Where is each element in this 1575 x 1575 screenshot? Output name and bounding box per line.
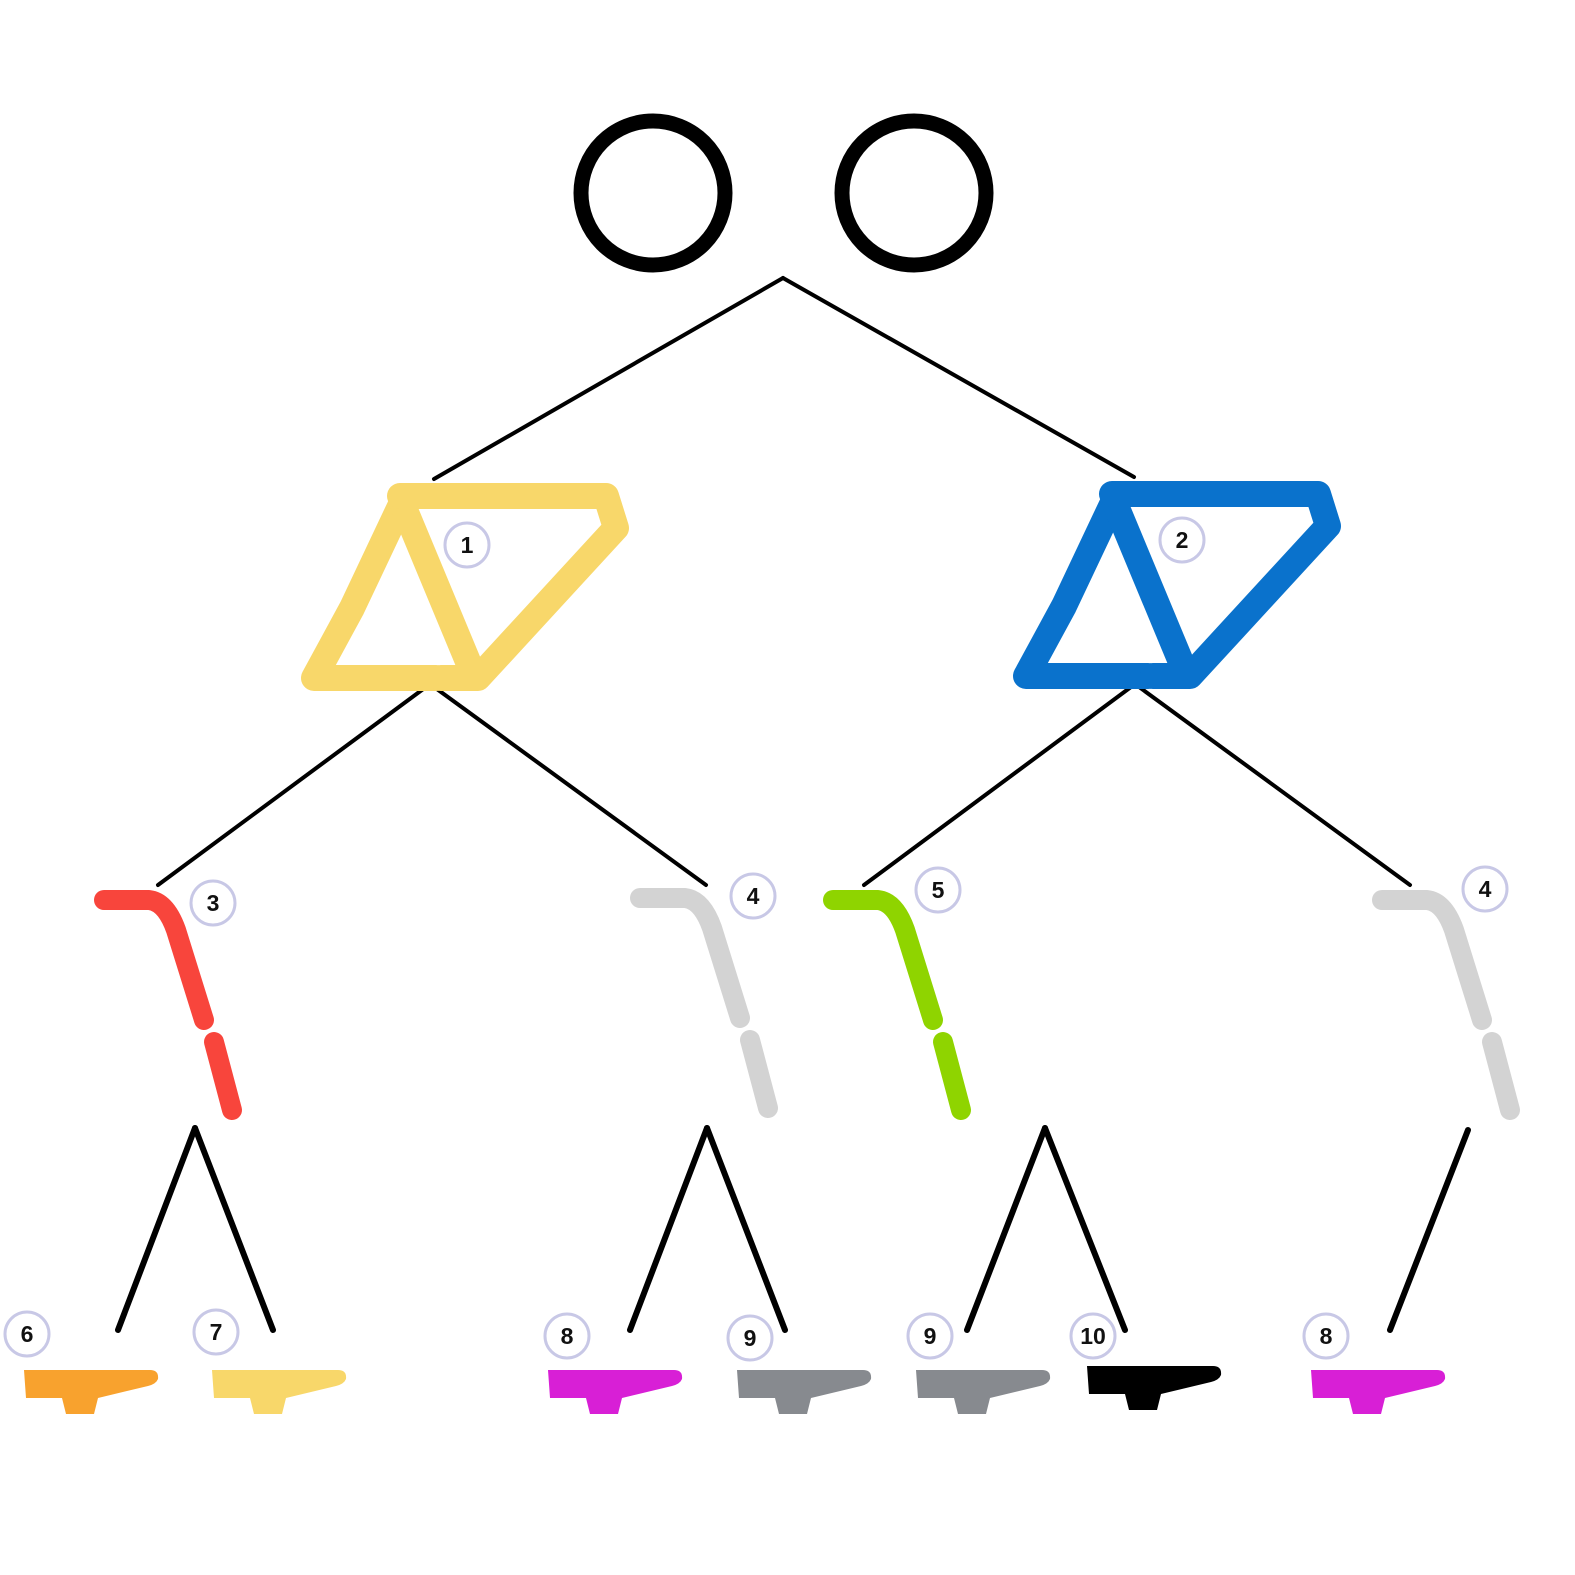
fork-node-4-left: [640, 898, 768, 1108]
badge-saddle-6: 6: [3, 1310, 51, 1358]
badge-label: 10: [1080, 1323, 1106, 1349]
badge-frame-1: 1: [443, 521, 491, 569]
badge-ring: [3, 1310, 51, 1358]
fork-icon: [104, 900, 232, 1110]
fork-icon: [1382, 900, 1510, 1110]
badge-fork-3: 3: [189, 879, 237, 927]
saddle-icon: [24, 1370, 159, 1414]
saddle-icon: [916, 1370, 1051, 1414]
edge-frame-2-fork-5: [862, 682, 1137, 887]
badge-saddle-10: 10: [1069, 1312, 1117, 1360]
saddle-icon: [1087, 1366, 1222, 1410]
edge-fork-3-saddle-7: [192, 1125, 276, 1333]
edge-fork-4a-saddle-8a: [627, 1125, 710, 1333]
edge-root-frame-1: [432, 276, 785, 481]
saddle-node-7: [212, 1370, 347, 1414]
badge-saddle-9b: 9: [906, 1312, 954, 1360]
badge-label: 1: [461, 532, 474, 558]
badge-ring: [906, 1312, 954, 1360]
badge-label: 8: [561, 1323, 574, 1349]
badge-label: 9: [924, 1323, 937, 1349]
badge-ring: [443, 521, 491, 569]
fork-node-4-right: [1382, 900, 1510, 1110]
fork-node-5: [833, 900, 961, 1110]
badge-ring: [914, 866, 962, 914]
edge-fork-4b-saddle-8b: [1387, 1127, 1471, 1333]
saddle-icon: [1311, 1370, 1446, 1414]
badge-label: 8: [1320, 1323, 1333, 1349]
badge-ring: [1069, 1312, 1117, 1360]
badge-ring: [1461, 865, 1509, 913]
fork-node-3: [104, 900, 232, 1110]
front-wheel-icon: [573, 113, 733, 273]
badge-ring: [729, 872, 777, 920]
badge-frame-2: 2: [1158, 516, 1206, 564]
badge-label: 4: [747, 883, 760, 909]
badge-saddle-7: 7: [192, 1308, 240, 1356]
badge-saddle-8b: 8: [1302, 1312, 1350, 1360]
saddle-node-9-right: [916, 1370, 1051, 1414]
saddle-node-6: [24, 1370, 159, 1414]
badge-ring: [1302, 1312, 1350, 1360]
wheels-root: [573, 113, 994, 273]
badge-fork-4b: 4: [1461, 865, 1509, 913]
badge-ring: [192, 1308, 240, 1356]
badge-ring: [1158, 516, 1206, 564]
saddle-icon: [548, 1370, 683, 1414]
edge-fork-3-saddle-6: [115, 1125, 198, 1333]
saddle-icon: [737, 1370, 872, 1414]
tree-edges: [115, 276, 1471, 1333]
edge-fork-4a-saddle-9a: [704, 1125, 788, 1333]
badge-label: 5: [932, 877, 945, 903]
saddle-node-10: [1087, 1366, 1222, 1410]
fork-icon: [833, 900, 961, 1110]
edge-frame-1-fork-4a: [428, 682, 708, 887]
badge-fork-5: 5: [914, 866, 962, 914]
saddle-node-8-left: [548, 1370, 683, 1414]
badge-ring: [543, 1312, 591, 1360]
edge-root-frame-2: [781, 276, 1136, 479]
saddle-icon: [212, 1370, 347, 1414]
badge-label: 9: [744, 1325, 757, 1351]
badge-ring: [726, 1314, 774, 1362]
saddle-node-8-right: [1311, 1370, 1446, 1414]
rear-wheel-icon: [834, 113, 994, 273]
badge-label: 7: [210, 1319, 223, 1345]
badge-ring: [189, 879, 237, 927]
fork-icon: [640, 898, 768, 1108]
edge-fork-5-saddle-9b: [964, 1125, 1048, 1333]
badge-label: 3: [207, 890, 220, 916]
badge-fork-4a: 4: [729, 872, 777, 920]
badge-label: 6: [21, 1321, 34, 1347]
badge-label: 4: [1479, 876, 1492, 902]
badge-label: 2: [1176, 527, 1189, 553]
badge-saddle-9a: 9: [726, 1314, 774, 1362]
edge-frame-1-fork-3: [156, 682, 432, 887]
badge-saddle-8a: 8: [543, 1312, 591, 1360]
edge-fork-5-saddle-10: [1042, 1125, 1128, 1333]
saddle-node-9-left: [737, 1370, 872, 1414]
edge-frame-2-fork-4b: [1133, 682, 1412, 887]
